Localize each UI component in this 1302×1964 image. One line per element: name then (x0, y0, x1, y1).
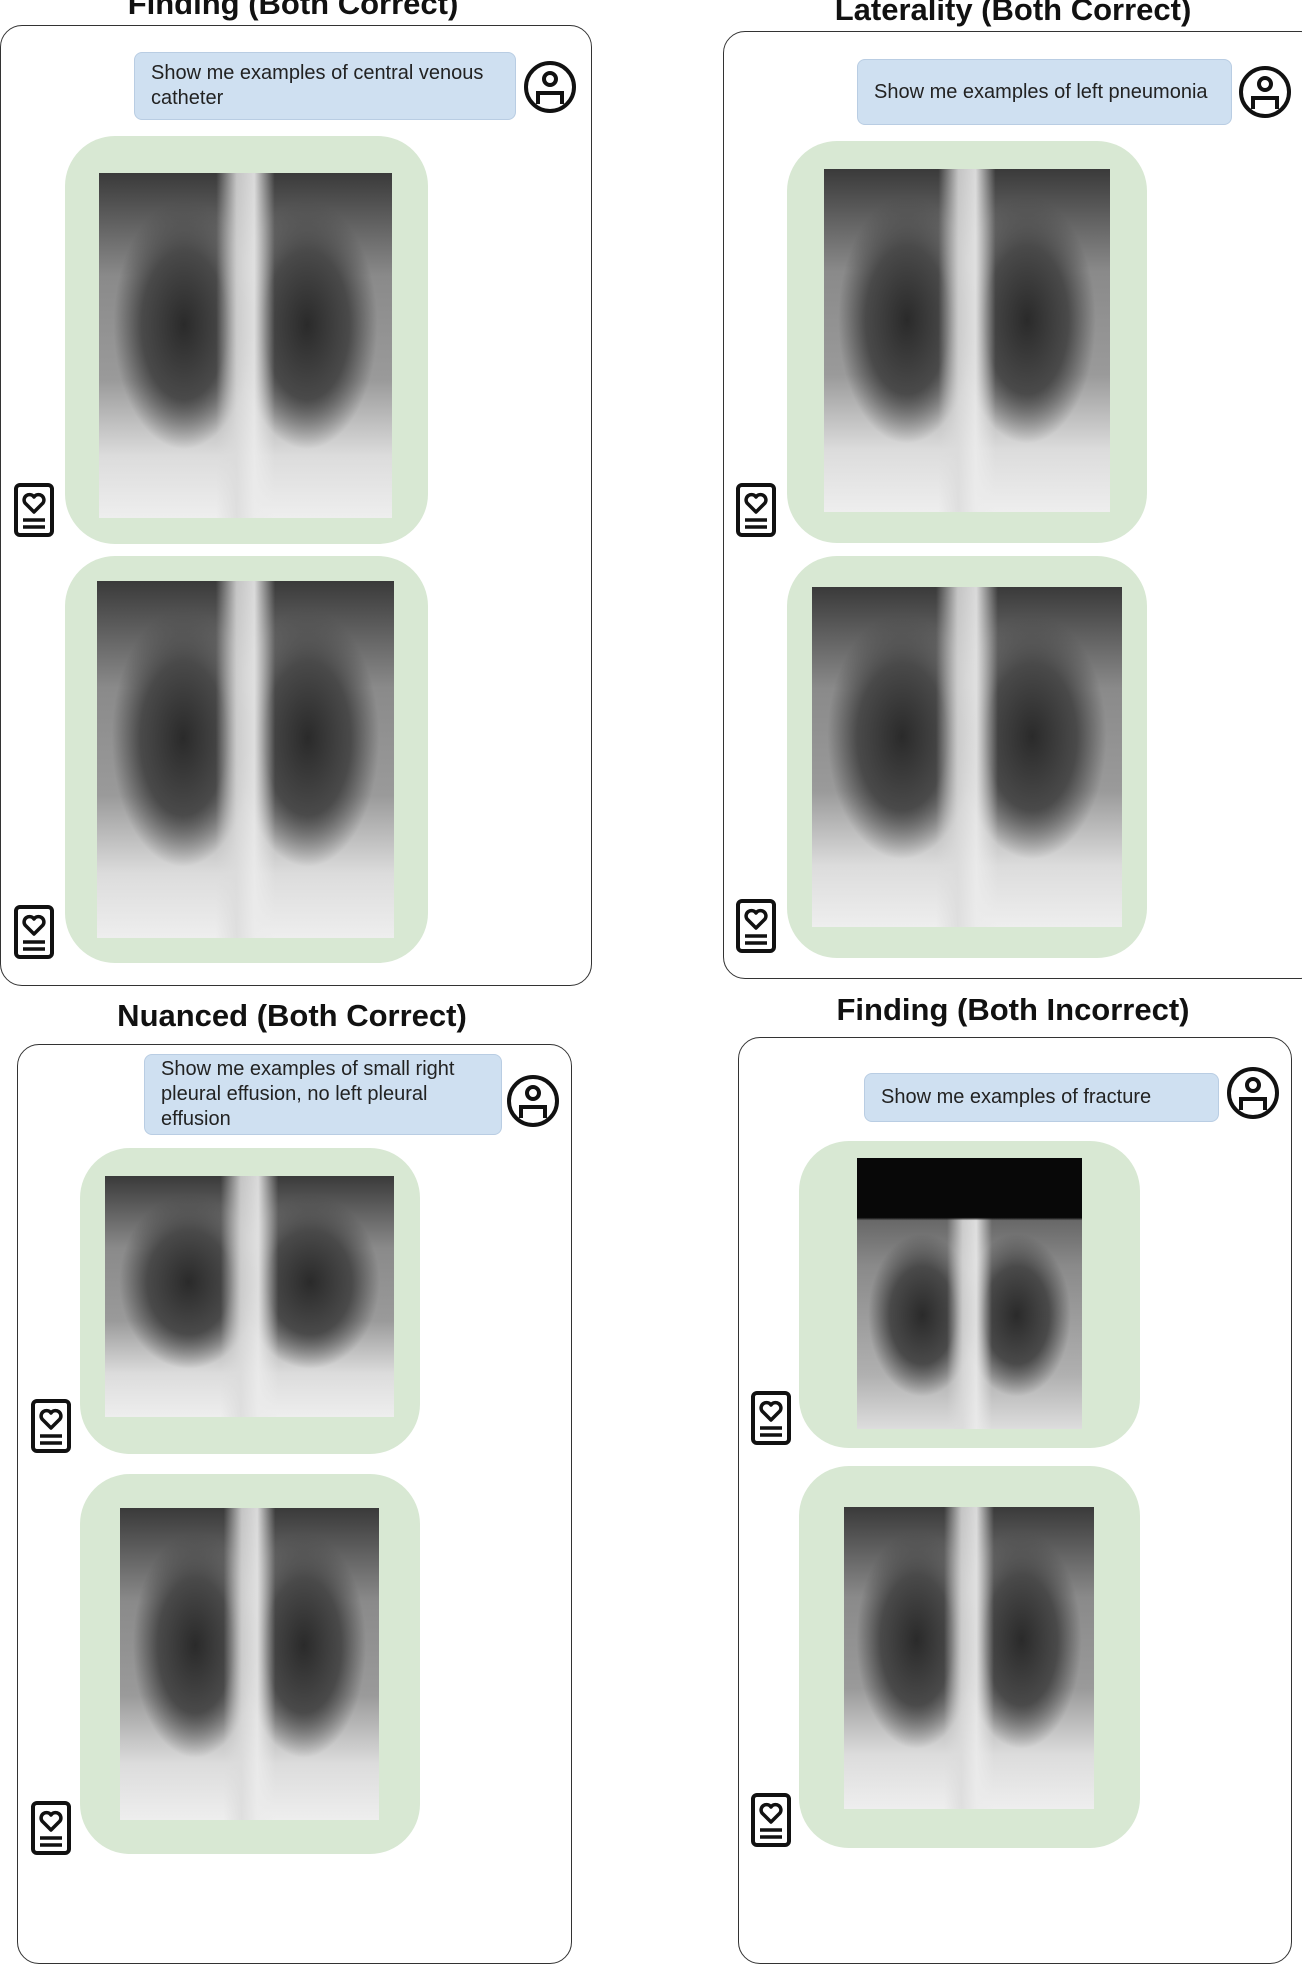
query-bubble: Show me examples of fracture (864, 1073, 1219, 1122)
chat-panel-finding-correct: Show me examples of central venous cathe… (0, 25, 592, 986)
result-card[interactable] (799, 1466, 1140, 1848)
result-card[interactable] (787, 556, 1147, 958)
user-avatar-icon (1226, 1066, 1280, 1120)
chest-xray-image[interactable] (812, 587, 1122, 927)
result-card[interactable] (80, 1148, 420, 1454)
user-avatar-icon (1238, 65, 1292, 119)
panel-title: Nuanced (Both Correct) (117, 998, 467, 1033)
query-bubble: Show me examples of small right pleural … (144, 1054, 502, 1135)
result-card[interactable] (799, 1141, 1140, 1448)
panel-title: Finding (Both Correct) (127, 0, 459, 21)
medical-report-icon[interactable] (735, 898, 777, 954)
chest-xray-image[interactable] (844, 1507, 1094, 1809)
medical-report-icon[interactable] (30, 1800, 72, 1856)
medical-report-icon[interactable] (13, 904, 55, 960)
medical-report-icon[interactable] (30, 1398, 72, 1454)
result-card[interactable] (65, 136, 428, 544)
chest-xray-image[interactable] (99, 173, 392, 518)
medical-report-icon[interactable] (13, 482, 55, 538)
chat-panel-finding-incorrect: Show me examples of fracture (738, 1037, 1292, 1964)
medical-report-icon[interactable] (735, 482, 777, 538)
medical-report-icon[interactable] (750, 1390, 792, 1446)
chat-panel-nuanced-correct: Show me examples of small right pleural … (17, 1044, 572, 1964)
result-card[interactable] (65, 556, 428, 963)
chest-xray-image[interactable] (97, 581, 394, 938)
chest-xray-image[interactable] (120, 1508, 379, 1820)
result-card[interactable] (80, 1474, 420, 1854)
chest-xray-image[interactable] (824, 169, 1110, 512)
chest-xray-image[interactable] (105, 1176, 394, 1417)
query-bubble: Show me examples of left pneumonia (857, 59, 1232, 125)
query-bubble: Show me examples of central venous cathe… (134, 52, 516, 120)
panel-title: Finding (Both Incorrect) (836, 992, 1190, 1027)
user-avatar-icon (523, 60, 577, 114)
chat-panel-laterality-correct: Show me examples of left pneumonia (723, 31, 1302, 979)
result-card[interactable] (787, 141, 1147, 543)
user-avatar-icon (506, 1074, 560, 1128)
panel-title: Laterality (Both Correct) (834, 0, 1192, 27)
medical-report-icon[interactable] (750, 1792, 792, 1848)
chest-xray-image[interactable] (857, 1158, 1082, 1429)
